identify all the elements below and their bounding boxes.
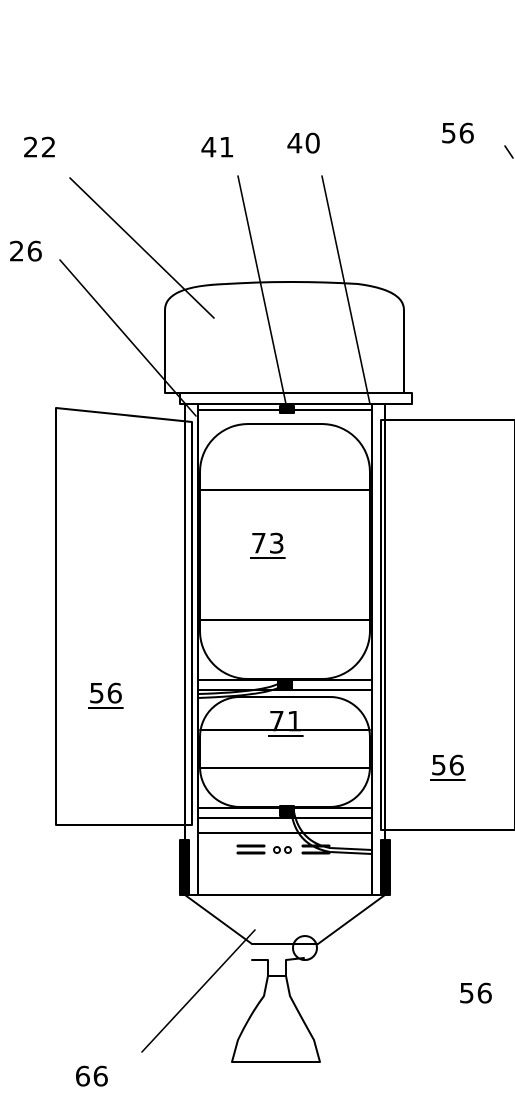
sensor-41 <box>279 405 295 414</box>
leader-line-41 <box>237 175 287 405</box>
label-66: 66 <box>74 1060 110 1093</box>
vehicle-body <box>184 403 386 896</box>
leader-line-66 <box>141 929 256 1053</box>
label-56-top: 56 <box>440 117 476 150</box>
label-22: 22 <box>22 131 58 164</box>
label-56-bottom: 56 <box>458 977 494 1010</box>
leader-lines <box>59 145 514 1053</box>
right-panel <box>380 419 515 831</box>
label-56-right: 56 <box>430 749 466 782</box>
label-71: 71 <box>268 705 304 738</box>
engine-nozzle <box>231 935 321 1063</box>
label-40: 40 <box>286 127 322 160</box>
leader-line-40 <box>321 175 371 405</box>
left-panel <box>55 407 193 826</box>
label-73: 73 <box>250 527 286 560</box>
label-26: 26 <box>8 235 44 268</box>
leader-line-26 <box>59 259 197 417</box>
payload-fairing <box>164 281 413 405</box>
label-56-left: 56 <box>88 677 124 710</box>
aft-cone-66 <box>184 894 386 945</box>
side-panels <box>55 407 515 831</box>
engine-bay <box>179 839 391 896</box>
leader-line-22 <box>69 177 215 319</box>
label-41: 41 <box>200 131 236 164</box>
leader-line-56 <box>504 145 514 159</box>
